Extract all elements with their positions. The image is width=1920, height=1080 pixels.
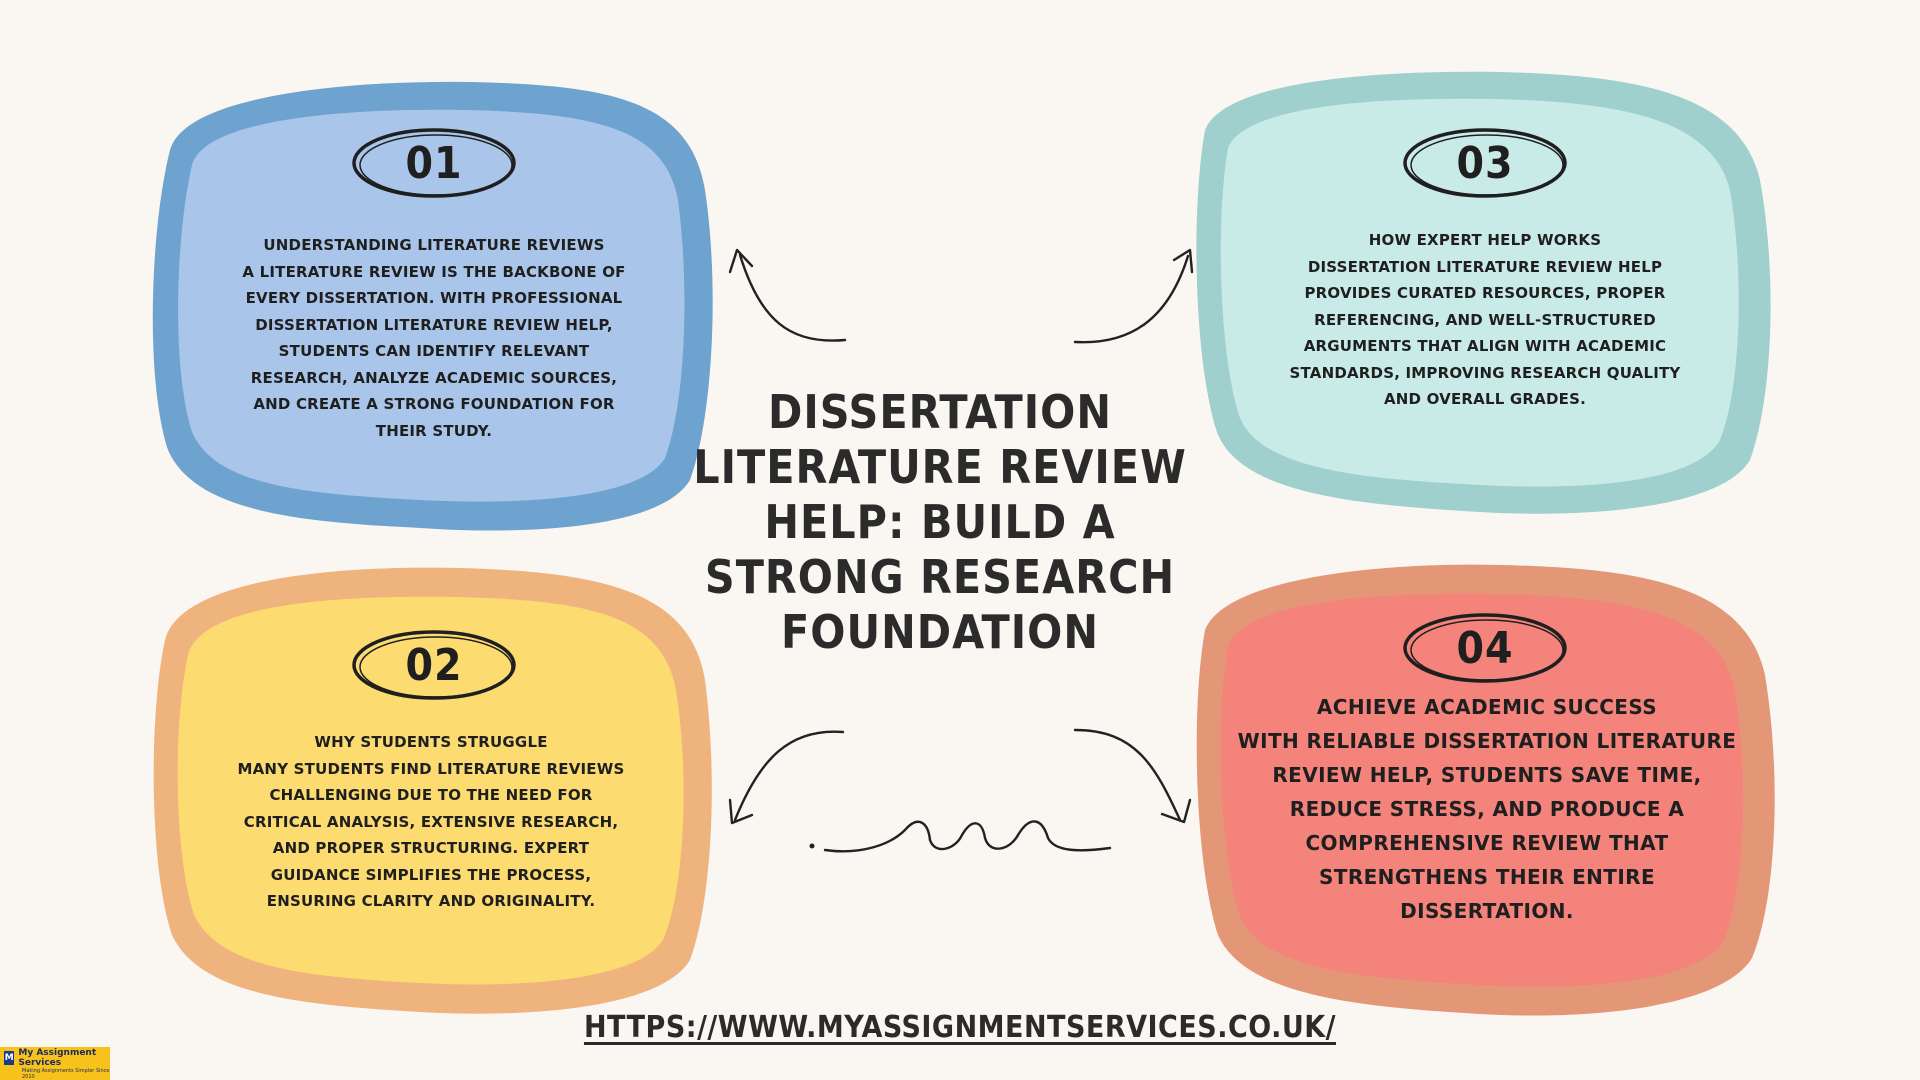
card-03-body: Dissertation literature review help prov… bbox=[1289, 257, 1681, 409]
card-04-number-text: 04 bbox=[1456, 622, 1514, 674]
card-01-heading: Understanding Literature Reviews bbox=[263, 236, 605, 254]
card-01-number-text: 01 bbox=[405, 137, 463, 189]
card-03-blob bbox=[1196, 71, 1771, 514]
logo-name: My Assignment Services bbox=[18, 1047, 97, 1068]
card-03-text: How Expert Help Works Dissertation liter… bbox=[1288, 227, 1682, 413]
page-title: Dissertation Literature Review Help: Bui… bbox=[693, 385, 1187, 659]
card-03-number: 03 bbox=[1400, 121, 1570, 205]
card-03-number-text: 03 bbox=[1456, 137, 1514, 189]
card-04-heading: Achieve Academic Success bbox=[1316, 695, 1658, 719]
arrow-to-card-01-head bbox=[728, 248, 754, 274]
arrow-to-card-01 bbox=[738, 253, 847, 342]
arrow-to-card-02 bbox=[733, 730, 845, 822]
squiggle-line bbox=[823, 820, 1112, 853]
card-04-blob bbox=[1196, 564, 1775, 1016]
card-02-blob bbox=[153, 567, 712, 1014]
number-oval-icon bbox=[1403, 613, 1567, 683]
card-01-body: A literature review is the backbone of e… bbox=[242, 262, 626, 440]
card-03-heading: How Expert Help Works bbox=[1368, 231, 1602, 249]
number-oval-icon bbox=[352, 630, 516, 700]
logo-tagline: Making Assignments Simpler Since 2010 bbox=[22, 1067, 110, 1080]
arrow-to-card-03 bbox=[1073, 254, 1190, 344]
arrow-to-card-02-head bbox=[728, 798, 754, 825]
card-01-blob bbox=[152, 81, 713, 531]
number-oval-icon bbox=[352, 128, 516, 198]
card-01-text: Understanding Literature Reviews A liter… bbox=[238, 232, 630, 444]
card-02-text: Why Students Struggle Many students find… bbox=[235, 729, 627, 915]
card-02-body: Many students find literature reviews ch… bbox=[237, 759, 625, 911]
card-02-number: 02 bbox=[349, 623, 519, 707]
arrow-to-card-04 bbox=[1073, 728, 1182, 822]
card-01-number: 01 bbox=[349, 121, 519, 205]
logo-mark-icon: M bbox=[4, 1050, 15, 1065]
card-02-number-text: 02 bbox=[405, 639, 463, 691]
website-link[interactable]: https://www.myassignmentservices.co.uk/ bbox=[583, 1010, 1337, 1045]
squiggle-dot bbox=[809, 843, 815, 849]
card-02-heading: Why Students Struggle bbox=[314, 733, 548, 751]
card-04-text: Achieve Academic Success With reliable d… bbox=[1232, 690, 1742, 928]
card-04-body: With reliable dissertation literature re… bbox=[1237, 729, 1737, 923]
number-oval-icon bbox=[1403, 128, 1567, 198]
brand-logo: M My Assignment Services Making Assignme… bbox=[0, 1047, 110, 1080]
arrow-to-card-04-head bbox=[1160, 798, 1192, 824]
arrow-to-card-03-head bbox=[1172, 248, 1194, 274]
card-04-number: 04 bbox=[1400, 606, 1570, 690]
